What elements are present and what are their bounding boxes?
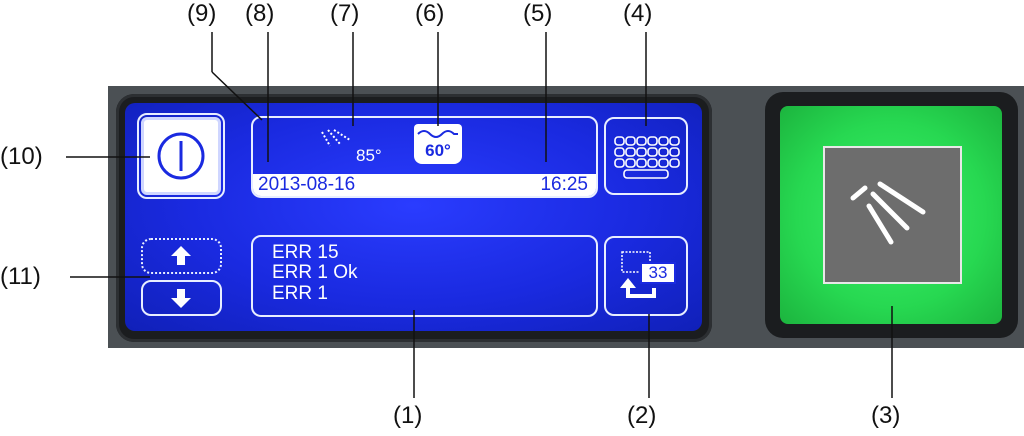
error-list[interactable] xyxy=(251,235,598,317)
tank-icon: 60° xyxy=(414,124,462,164)
tank-water-wave xyxy=(417,130,458,138)
power-icon xyxy=(157,132,205,180)
callout-11: (11) xyxy=(0,263,41,290)
date-display: 2013-08-16 xyxy=(258,174,356,195)
rinse-counter-icon xyxy=(620,251,656,298)
callout-3: (3) xyxy=(871,402,901,429)
callout-1: (1) xyxy=(393,402,423,429)
scroll-up-button[interactable] xyxy=(141,238,222,274)
callout-2: (2) xyxy=(627,402,657,429)
start-button-face xyxy=(823,146,962,284)
callout-7: (7) xyxy=(330,0,360,27)
error-item: ERR 1 Ok xyxy=(272,262,358,283)
wash-arm-icon xyxy=(321,129,351,147)
error-item: ERR 1 xyxy=(272,283,328,304)
callout-9: (9) xyxy=(187,0,217,27)
date-time-bar: 2013-08-16 16:25 xyxy=(253,174,596,196)
callout-10: (10) xyxy=(0,143,43,170)
arrow-up-icon xyxy=(171,246,191,265)
time-display: 16:25 xyxy=(540,174,588,195)
rinse-counter-badge: 33 xyxy=(640,262,676,284)
error-item: ERR 15 xyxy=(272,242,339,263)
status-area xyxy=(251,116,598,198)
scroll-down-button[interactable] xyxy=(141,280,222,316)
callout-6: (6) xyxy=(415,0,445,27)
power-button[interactable] xyxy=(141,117,221,195)
keyboard-icon xyxy=(614,136,680,179)
callout-4: (4) xyxy=(623,0,653,27)
callout-5: (5) xyxy=(523,0,553,27)
tank-temperature: 60° xyxy=(425,141,451,160)
wash-temperature: 85° xyxy=(356,146,382,165)
callout-8: (8) xyxy=(245,0,275,27)
rinse-counter-value: 33 xyxy=(648,263,668,282)
rinse-counter-button[interactable] xyxy=(604,236,688,316)
power-button-frame xyxy=(137,113,225,199)
arrow-down-icon xyxy=(171,289,191,308)
start-wash-icon xyxy=(850,181,926,245)
